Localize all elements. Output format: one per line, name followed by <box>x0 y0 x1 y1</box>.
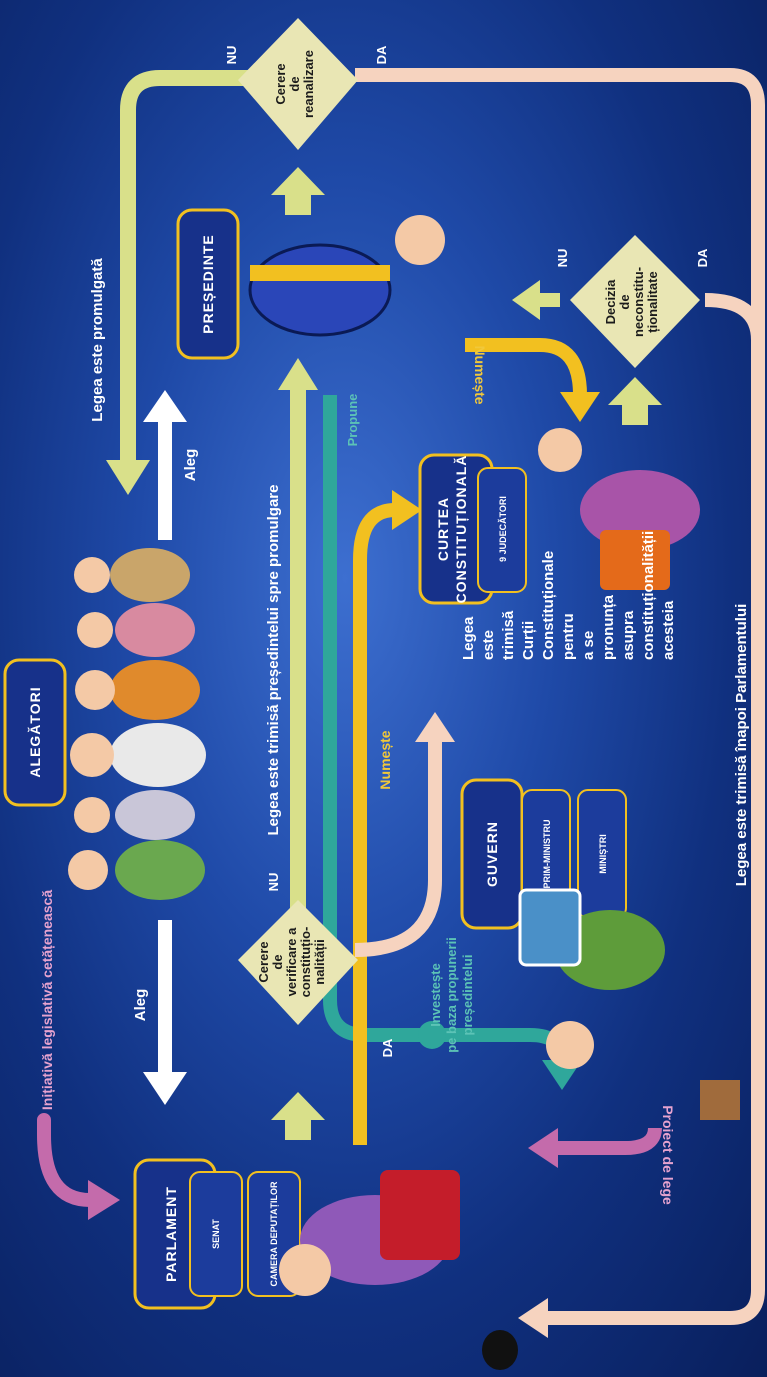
decision-reanalizare-diamond <box>238 18 358 150</box>
nu-neconst-label: NU <box>555 249 570 268</box>
voters-crowd-illustration <box>68 548 206 900</box>
peach-da-verificare-arrowhead <box>415 712 455 742</box>
curtii-line: este <box>480 630 497 660</box>
numeste-parlament-label: Numește <box>377 730 393 789</box>
investeste-label-3: președintelui <box>460 955 475 1036</box>
curtii-line: acesteia <box>660 600 677 660</box>
curtea-label-1: CURTEA <box>435 497 451 561</box>
reanalizare-line: de <box>287 76 302 91</box>
green-promulgata-line <box>120 70 280 465</box>
inapoi-label: Legea este trimisă înapoi Parlamentului <box>733 604 750 887</box>
curtii-line: trimisă <box>500 610 517 660</box>
propune-label: Propune <box>345 394 360 447</box>
pink-initiative-arrow <box>37 1113 97 1207</box>
green-arrow-presedinte-to-reanalizare <box>271 167 325 215</box>
curtea-label-2: CONSTITUȚIONALĂ <box>453 455 469 604</box>
decision-verificare-diamond <box>238 900 358 1025</box>
ministri-label: MINIȘTRI <box>598 834 608 874</box>
da-verificare-label: DA <box>380 1038 395 1057</box>
guvern-box <box>460 778 627 930</box>
presedinte-label: PREȘEDINTE <box>200 234 216 333</box>
pink-proiect-arrow <box>555 1127 662 1155</box>
neconst-line: Decizia <box>603 279 618 325</box>
senat-label: SENAT <box>211 1219 221 1249</box>
promulgata-label: Legea este promulgată <box>89 258 106 422</box>
verificare-line: verificare a <box>284 927 299 996</box>
verificare-text: Cerere de verificare a constituțio- nali… <box>256 927 327 998</box>
curtii-line: Legea <box>460 616 477 660</box>
white-aleg-right-arrowhead <box>143 390 187 422</box>
judecatori-label: 9 JUDECĂTORI <box>498 496 508 562</box>
president-illustration <box>248 215 445 337</box>
green-nu-decizie-arrowhead <box>512 280 540 320</box>
aleg-right-label: Aleg <box>182 449 199 482</box>
nu-verificare-label: NU <box>266 873 281 892</box>
guvern-label: GUVERN <box>484 821 500 887</box>
reanalizare-line: reanalizare <box>301 50 316 118</box>
reanalizare-text: Cerere de reanalizare <box>273 50 316 118</box>
yellow-numeste-presedinte-line <box>465 338 587 396</box>
alegatori-label: ALEGĂTORI <box>27 686 43 777</box>
curtii-line: Curții <box>520 621 537 660</box>
yellow-numeste-presedinte-arrowhead <box>560 392 600 422</box>
verificare-line: constituțio- <box>298 927 313 998</box>
nu-reanalizare-label: NU <box>224 46 239 65</box>
curtii-line: pentru <box>560 613 577 660</box>
parliament-figure-illustration <box>279 1170 518 1370</box>
numeste-presedinte-label: Numește <box>472 345 488 404</box>
proiect-label: Proiect de lege <box>660 1105 676 1205</box>
verificare-line: de <box>270 954 285 969</box>
presedinte-box <box>176 208 240 360</box>
da-neconst-label: DA <box>695 248 710 267</box>
neconst-line: de <box>617 294 632 309</box>
investeste-label-2: pe baza propunerii <box>444 937 459 1053</box>
curtii-line: Constituționale <box>540 551 557 660</box>
neconst-line: ționalitate <box>645 271 660 332</box>
judge-illustration <box>538 428 700 590</box>
peach-return-loop <box>355 68 765 1325</box>
prim-ministru-label: PRIM-MINISTRU <box>542 820 552 889</box>
curtii-line: asupra <box>620 610 637 660</box>
pink-initiative-arrowhead <box>88 1180 120 1220</box>
curtii-line: constituționalității <box>640 531 657 660</box>
green-trimisa-arrowhead <box>278 358 318 390</box>
green-arrow-parlament-to-verificare <box>271 1092 325 1140</box>
neconst-text: Decizia de neconstitu- ționalitate <box>603 267 660 337</box>
yellow-numeste-parlament-arrowhead <box>392 490 422 530</box>
reanalizare-line: Cerere <box>273 63 288 104</box>
verificare-line: Cerere <box>256 941 271 982</box>
peach-return-arrowhead <box>518 1298 548 1338</box>
alegatori-box <box>3 658 67 807</box>
camera-label: CAMERA DEPUTAȚILOR <box>269 1181 279 1286</box>
peach-da-decizie-line <box>704 293 765 341</box>
neconst-line: neconstitu- <box>631 267 646 337</box>
yellow-numeste-parlament-line <box>353 503 396 1145</box>
curtii-line: a se <box>580 631 597 660</box>
pink-proiect-arrowhead <box>528 1128 558 1168</box>
green-arrow-curtea-to-decizie <box>608 377 662 425</box>
trimisa-presedinte-label: Legea este trimisă președintelui spre pr… <box>265 485 282 836</box>
decision-neconst-diamond <box>570 235 700 368</box>
aleg-left-label: Aleg <box>132 989 149 1022</box>
government-figure-illustration <box>518 888 740 1120</box>
curtea-box <box>418 453 527 605</box>
curtii-line: pronunța <box>600 594 617 660</box>
investeste-label-1: Investește <box>428 963 443 1027</box>
white-aleg-left-arrowhead <box>143 1072 187 1105</box>
verificare-line: nalității <box>312 939 327 985</box>
initiativa-label: Inițiativă legislativă cetățenească <box>39 890 55 1110</box>
da-reanalizare-label: DA <box>374 45 389 64</box>
peach-da-verificare-line <box>354 740 442 957</box>
parlament-label: PARLAMENT <box>163 1186 179 1282</box>
teal-junction-dot <box>418 1021 446 1049</box>
green-promulgata-arrowhead <box>106 460 150 495</box>
curtii-text-block: Legea este trimisă Curții Constituțional… <box>460 531 677 660</box>
